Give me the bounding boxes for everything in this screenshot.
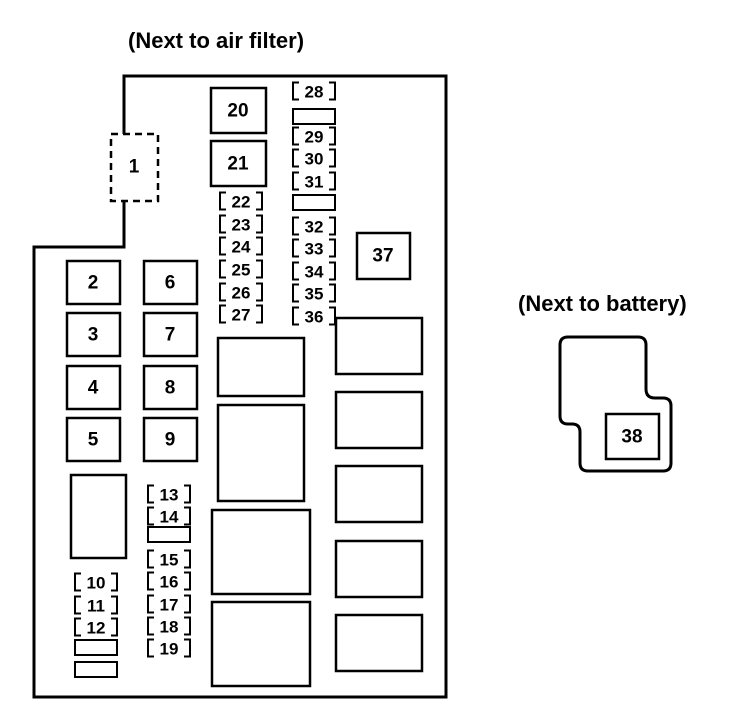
relay-slot bbox=[216, 336, 306, 398]
fuse-31-label: 31 bbox=[305, 173, 324, 192]
fuse-22-label: 22 bbox=[232, 193, 251, 212]
fuse-25-outline bbox=[219, 259, 263, 279]
fuse-4-label: 4 bbox=[88, 378, 99, 399]
fuse-18-label: 18 bbox=[160, 618, 179, 637]
fuse-38-label: 38 bbox=[621, 427, 642, 448]
fuse-11-outline bbox=[74, 595, 118, 615]
fuse-37-label: 37 bbox=[372, 246, 393, 267]
fuse-20-outline bbox=[209, 86, 268, 135]
relay-slot bbox=[334, 316, 424, 376]
fuse-33-label: 33 bbox=[305, 240, 324, 259]
fuse-1-outline bbox=[109, 132, 160, 203]
fuse-1-label: 1 bbox=[129, 157, 140, 178]
fuse-19-label: 19 bbox=[160, 640, 179, 659]
fuse-2-outline bbox=[65, 259, 122, 306]
fuse-32-label: 32 bbox=[305, 218, 324, 237]
fuse-4-outline bbox=[65, 364, 122, 411]
fuse-6-label: 6 bbox=[165, 273, 176, 294]
fuse-5-outline bbox=[65, 416, 122, 463]
fuse-23-label: 23 bbox=[232, 216, 251, 235]
fuse-35-label: 35 bbox=[305, 285, 324, 304]
fuse-12-outline bbox=[74, 617, 118, 637]
fuse-37-outline bbox=[355, 231, 412, 281]
fuse-2-label: 2 bbox=[88, 273, 99, 294]
spare-fuse-slot bbox=[74, 661, 118, 678]
fuse-9-outline bbox=[142, 416, 199, 463]
fuse-14-outline bbox=[147, 506, 191, 526]
fuse-7-outline bbox=[142, 311, 199, 358]
spare-fuse-slot bbox=[292, 108, 336, 125]
fuse-5-label: 5 bbox=[88, 430, 99, 451]
relay-slot bbox=[334, 390, 424, 450]
fuse-13-label: 13 bbox=[160, 486, 179, 505]
fuse-26-outline bbox=[219, 282, 263, 302]
fuse-15-outline bbox=[147, 549, 191, 569]
fuse-23-outline bbox=[219, 214, 263, 234]
relay-slot bbox=[210, 508, 312, 596]
fuse-9-label: 9 bbox=[165, 430, 176, 451]
fuse-30-label: 30 bbox=[305, 150, 324, 169]
fuse-31-outline bbox=[292, 171, 336, 191]
fuse-20-label: 20 bbox=[227, 101, 248, 122]
fuse-30-outline bbox=[292, 148, 336, 168]
fuse-6-outline bbox=[142, 259, 199, 306]
fuse-21-label: 21 bbox=[227, 154, 249, 175]
fuse-15-label: 15 bbox=[160, 551, 179, 570]
fuse-26-label: 26 bbox=[232, 284, 251, 303]
relay-slot bbox=[334, 613, 424, 673]
fuse-16-outline bbox=[147, 571, 191, 591]
fuse-24-outline bbox=[219, 236, 263, 256]
fuse-7-label: 7 bbox=[165, 325, 176, 346]
main-fuse-box-caption: (Next to air filter) bbox=[128, 28, 305, 53]
fuse-8-label: 8 bbox=[165, 378, 176, 399]
fuse-19-outline bbox=[147, 638, 191, 658]
fuse-10-outline bbox=[74, 572, 118, 592]
fuse-17-label: 17 bbox=[160, 596, 179, 615]
fuse-22-outline bbox=[219, 191, 263, 211]
fuse-29-outline bbox=[292, 126, 336, 146]
relay-slot bbox=[69, 473, 128, 560]
fuse-35-outline bbox=[292, 283, 336, 303]
fuse-27-label: 27 bbox=[232, 306, 251, 325]
fuse-16-label: 16 bbox=[160, 573, 179, 592]
battery-fuse-box-caption: (Next to battery) bbox=[518, 291, 687, 316]
fuse-38-outline bbox=[604, 412, 661, 461]
spare-fuse-slot bbox=[292, 194, 336, 211]
fuse-28-label: 28 bbox=[305, 83, 324, 102]
fuse-36-label: 36 bbox=[305, 308, 324, 327]
fuse-36-outline bbox=[292, 306, 336, 326]
relay-slot bbox=[210, 600, 312, 688]
relay-slot bbox=[216, 403, 306, 503]
fuse-17-outline bbox=[147, 594, 191, 614]
fuse-34-label: 34 bbox=[305, 263, 324, 282]
relay-slot bbox=[334, 464, 424, 524]
fuse-34-outline bbox=[292, 261, 336, 281]
main-fuse-box-outline bbox=[32, 74, 448, 699]
relay-slot bbox=[334, 539, 424, 599]
fuse-32-outline bbox=[292, 216, 336, 236]
fuse-12-label: 12 bbox=[87, 619, 106, 638]
fuse-13-outline bbox=[147, 484, 191, 504]
battery-fuse-box-outline bbox=[558, 335, 673, 473]
spare-fuse-slot bbox=[74, 639, 118, 656]
fuse-25-label: 25 bbox=[232, 261, 251, 280]
fuse-3-outline bbox=[65, 311, 122, 358]
fuse-21-outline bbox=[209, 139, 268, 188]
fuse-18-outline bbox=[147, 616, 191, 636]
fuse-33-outline bbox=[292, 238, 336, 258]
fuse-8-outline bbox=[142, 364, 199, 411]
fuse-28-outline bbox=[292, 81, 336, 101]
fuse-29-label: 29 bbox=[305, 128, 324, 147]
fuse-10-label: 10 bbox=[87, 574, 106, 593]
fuse-24-label: 24 bbox=[232, 238, 251, 257]
fuse-27-outline bbox=[219, 304, 263, 324]
fuse-3-label: 3 bbox=[88, 325, 99, 346]
spare-fuse-slot bbox=[147, 526, 191, 543]
fuse-11-label: 11 bbox=[87, 597, 105, 616]
fuse-14-label: 14 bbox=[160, 508, 179, 527]
